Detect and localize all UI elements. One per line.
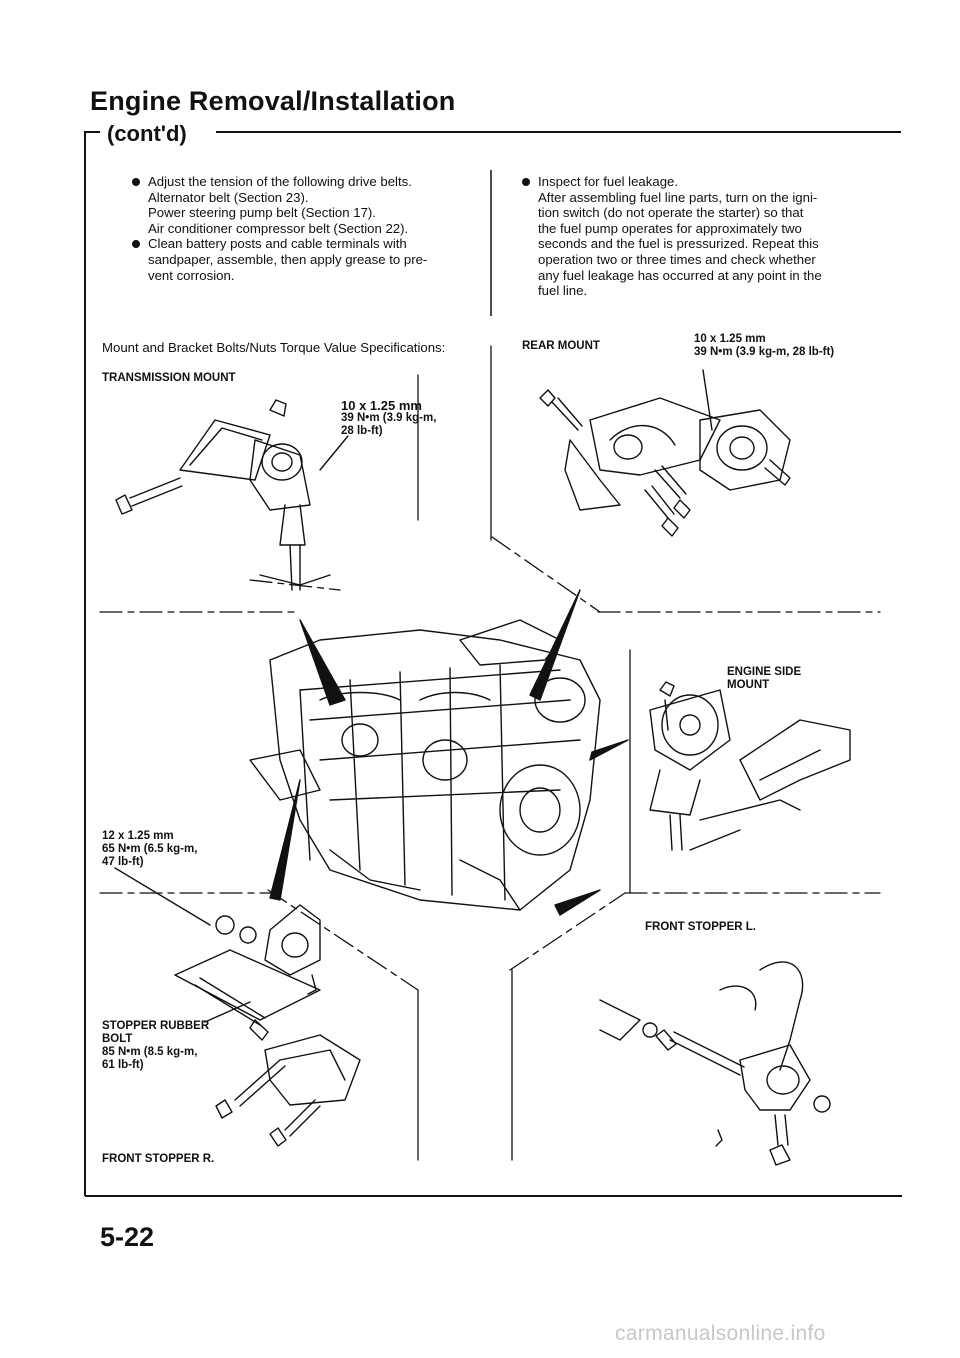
section-separators bbox=[99, 536, 881, 991]
label-rear-mount: REAR MOUNT bbox=[522, 340, 600, 352]
belt-air-conditioner: Air conditioner compressor belt (Section… bbox=[148, 220, 409, 236]
label-stopper-bolt: STOPPER RUBBER BOLT 85 N•m (8.5 kg-m, 61… bbox=[102, 1020, 209, 1072]
fuel-line-7: any fuel leakage has occurred at any poi… bbox=[538, 267, 822, 283]
label-transmission-spec: 10 x 1.25 mm 39 N•m (3.9 kg-m, 28 lb-ft) bbox=[341, 399, 436, 438]
left-spec-line-3: 47 lb-ft) bbox=[102, 856, 144, 868]
stopper-bolt-line-3: 85 N•m (8.5 kg-m, bbox=[102, 1046, 198, 1058]
transmission-mount-drawing bbox=[115, 399, 349, 591]
watermark: carmanualsonline.info bbox=[615, 1322, 826, 1345]
battery-line-1: Clean battery posts and cable terminals … bbox=[148, 236, 407, 252]
instruction-battery: Clean battery posts and cable terminals … bbox=[130, 236, 480, 283]
arrow-rear bbox=[529, 589, 581, 701]
stopper-bolt-line-1: STOPPER RUBBER bbox=[102, 1020, 210, 1032]
label-front-stopper-l: FRONT STOPPER L. bbox=[645, 921, 756, 933]
leader-left-spec bbox=[114, 867, 211, 926]
instruction-fuel-leak: Inspect for fuel leakage. After assembli… bbox=[520, 174, 900, 299]
spec-heading: Mount and Bracket Bolts/Nuts Torque Valu… bbox=[102, 340, 446, 355]
fuel-line-3: tion switch (do not operate the starter)… bbox=[538, 205, 804, 221]
front-stopper-r-drawing bbox=[174, 904, 361, 1147]
label-left-spec: 12 x 1.25 mm 65 N•m (6.5 kg-m, 47 lb-ft) bbox=[102, 830, 197, 869]
rear-spec-line-1: 10 x 1.25 mm bbox=[694, 333, 766, 345]
transmission-spec-line-2: 39 N•m (3.9 kg-m, bbox=[341, 412, 437, 424]
page-number: 5-22 bbox=[100, 1222, 155, 1252]
page-subtitle: (cont'd) bbox=[107, 121, 187, 146]
engine-side-mount-line-2: MOUNT bbox=[727, 679, 770, 691]
battery-line-3: vent corrosion. bbox=[148, 267, 235, 283]
instruction-belts-text: Adjust the tension of the following driv… bbox=[148, 174, 412, 189]
belt-alternator: Alternator belt (Section 23). bbox=[148, 189, 309, 205]
belt-power-steering: Power steering pump belt (Section 17). bbox=[148, 205, 376, 221]
fuel-line-2: After assembling fuel line parts, turn o… bbox=[538, 189, 818, 205]
label-front-stopper-r: FRONT STOPPER R. bbox=[102, 1153, 215, 1165]
left-spec-line-1: 12 x 1.25 mm bbox=[102, 830, 174, 842]
fuel-line-4: the fuel pump operates for approximately… bbox=[538, 220, 802, 236]
left-spec-line-2: 65 N•m (6.5 kg-m, bbox=[102, 843, 198, 855]
engine-side-mount-line-1: ENGINE SIDE bbox=[727, 666, 802, 678]
label-rear-spec: 10 x 1.25 mm 39 N•m (3.9 kg-m, 28 lb-ft) bbox=[694, 333, 834, 359]
arrow-left bbox=[269, 779, 301, 901]
fuel-line-8: fuel line. bbox=[538, 283, 588, 299]
engine-side-mount-drawing bbox=[649, 681, 851, 851]
stopper-bolt-line-4: 61 lb-ft) bbox=[102, 1059, 144, 1071]
battery-line-2: sandpaper, assemble, then apply grease t… bbox=[148, 251, 428, 267]
label-engine-side-mount: ENGINE SIDE MOUNT bbox=[727, 666, 801, 692]
arrow-front-l bbox=[554, 889, 601, 916]
stopper-bolt-line-2: BOLT bbox=[102, 1033, 133, 1045]
rear-mount-drawing bbox=[539, 369, 791, 537]
page-title: Engine Removal/Installation bbox=[90, 86, 456, 116]
transmission-spec-line-3: 28 lb-ft) bbox=[341, 425, 383, 437]
engine-drawing bbox=[249, 619, 601, 911]
transmission-spec-line-1: 10 x 1.25 mm bbox=[341, 398, 422, 413]
fuel-line-5: seconds and the fuel is pressurized. Rep… bbox=[538, 236, 819, 252]
right-instructions: Inspect for fuel leakage. After assembli… bbox=[520, 174, 900, 299]
front-stopper-l-drawing bbox=[599, 961, 831, 1166]
rear-spec-line-2: 39 N•m (3.9 kg-m, 28 lb-ft) bbox=[694, 346, 835, 358]
arrow-transmission bbox=[299, 619, 346, 706]
fuel-line-1: Inspect for fuel leakage. bbox=[538, 174, 679, 189]
fuel-line-6: operation two or three times and check w… bbox=[538, 251, 816, 267]
left-instructions: Adjust the tension of the following driv… bbox=[130, 174, 480, 283]
arrow-side bbox=[589, 739, 629, 761]
instruction-belts: Adjust the tension of the following driv… bbox=[130, 174, 480, 236]
label-transmission-mount: TRANSMISSION MOUNT bbox=[102, 372, 236, 384]
